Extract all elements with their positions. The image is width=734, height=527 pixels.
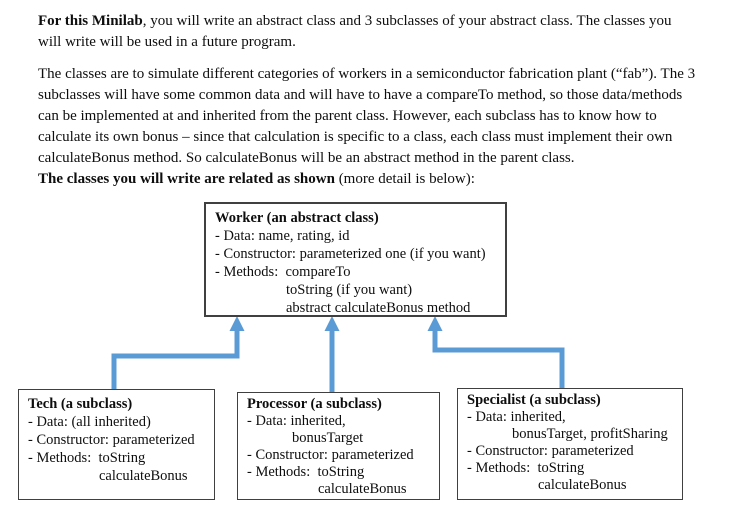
- intro-paragraph-1: For this Minilab, you will write an abst…: [38, 11, 728, 53]
- text-line: For this Minilab, you will write an abst…: [38, 11, 728, 32]
- class-member-line: abstract calculateBonus method: [286, 300, 471, 316]
- class-member-line: - Methods: toString: [467, 460, 585, 476]
- paragraph-gap: [38, 53, 728, 64]
- class-box-title: Processor (a subclass): [247, 396, 382, 412]
- class-member-line: bonusTarget, profitSharing: [512, 426, 668, 442]
- bold-lead: For this Minilab: [38, 13, 143, 29]
- inheritance-arrow-tech: [111, 316, 245, 389]
- inheritance-arrows-layer: [111, 316, 565, 392]
- class-diagram: Worker (an abstract class) - Data: name,…: [0, 198, 734, 523]
- class-member-line: - Data: (all inherited): [28, 414, 151, 430]
- text-line: can be implemented at and inherited from…: [38, 108, 657, 124]
- class-member-line: - Data: inherited,: [247, 413, 346, 429]
- class-box-title: Worker (an abstract class): [215, 210, 379, 226]
- class-box-specialist: Specialist (a subclass) - Data: inherite…: [457, 388, 683, 500]
- class-member-line: - Constructor: parameterized: [467, 443, 634, 459]
- bold-lead: The classes you will write are related a…: [38, 171, 335, 187]
- diagram-caption: The classes you will write are related a…: [38, 169, 728, 190]
- class-box-title: Tech (a subclass): [28, 396, 133, 412]
- class-member-line: - Methods: toString: [247, 464, 365, 480]
- inheritance-arrow-processor: [324, 316, 340, 392]
- class-member-line: - Constructor: parameterized: [28, 432, 195, 448]
- class-member-line: - Data: name, rating, id: [215, 228, 350, 244]
- class-member-line: calculateBonus: [99, 468, 188, 484]
- text-line: The classes are to simulate different ca…: [38, 66, 696, 82]
- inheritance-arrow-specialist: [427, 316, 565, 388]
- intro-text: For this Minilab, you will write an abst…: [38, 11, 728, 190]
- text-line: subclasses will have some common data an…: [38, 87, 683, 103]
- class-member-line: - Constructor: parameterized one (if you…: [215, 246, 486, 262]
- text-segment: , you will write an abstract class and 3…: [142, 13, 672, 29]
- class-box-tech: Tech (a subclass) - Data: (all inherited…: [18, 389, 215, 500]
- class-member-line: - Constructor: parameterized: [247, 447, 414, 463]
- class-box-processor: Processor (a subclass) - Data: inherited…: [237, 392, 440, 500]
- text-line: will write will be used in a future prog…: [38, 34, 296, 50]
- intro-paragraph-2: The classes are to simulate different ca…: [38, 64, 728, 169]
- class-member-line: calculateBonus: [538, 477, 627, 493]
- text-line: calculateBonus method. So calculateBonus…: [38, 150, 575, 166]
- class-member-line: - Methods: toString: [28, 450, 146, 466]
- class-member-line: bonusTarget: [292, 430, 364, 446]
- text-segment: (more detail is below):: [334, 171, 475, 187]
- class-member-line: toString (if you want): [286, 282, 413, 298]
- class-member-line: - Data: inherited,: [467, 409, 566, 425]
- text-line: calculate its own bonus – since that cal…: [38, 129, 673, 145]
- class-member-line: calculateBonus: [318, 481, 407, 497]
- class-box-worker: Worker (an abstract class) - Data: name,…: [204, 202, 507, 317]
- text-line: The classes you will write are related a…: [38, 169, 728, 190]
- class-box-title: Specialist (a subclass): [467, 392, 601, 408]
- class-member-line: - Methods: compareTo: [215, 264, 351, 280]
